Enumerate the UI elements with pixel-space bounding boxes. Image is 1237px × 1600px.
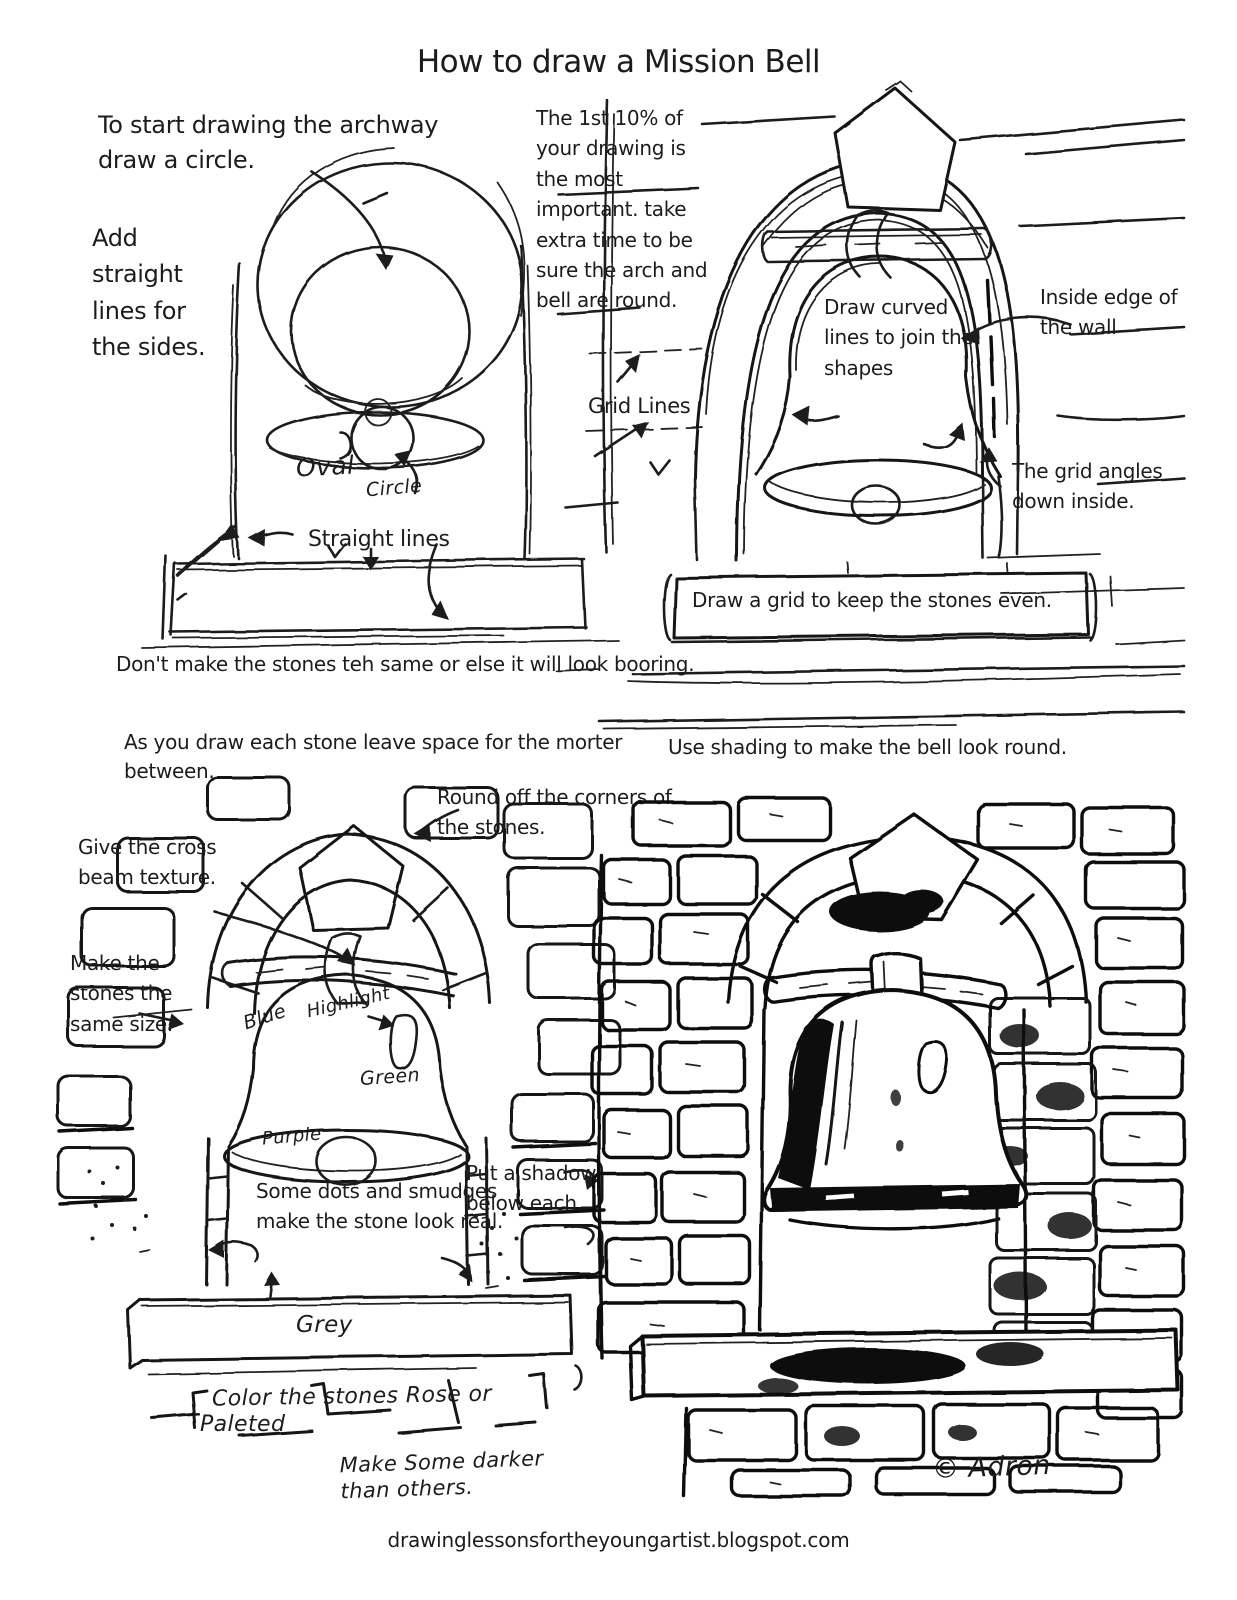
bell-outline-sketch — [222, 973, 470, 1187]
keystone-sketch — [833, 79, 957, 212]
footer-url: drawinglessonsfortheyoungartist.blogspot… — [387, 1528, 850, 1552]
wall-stones-sketch — [56, 776, 622, 1282]
bricks-below-sill — [682, 1402, 1160, 1498]
crossbeam-textured-sketch — [221, 932, 458, 1006]
stone-arch-finished — [726, 812, 1088, 1010]
join-arrows-icon — [792, 406, 964, 449]
label-round-off-corners: Round off the corners of the stones. — [437, 785, 672, 840]
caption-stones-varied: Don't make the stones teh same or else i… — [116, 652, 695, 676]
bell-oval-circle-sketch — [265, 398, 485, 471]
label-paleted: Paleted — [200, 1412, 286, 1437]
grid-caption-box — [662, 561, 1113, 644]
sill-finished — [628, 1328, 1180, 1402]
instruction-first-ten-percent: The 1st 10% of your drawing is the most … — [536, 106, 708, 313]
artist-signature: © Adron — [931, 1449, 1052, 1486]
straight-lines-arrow-icon — [248, 529, 448, 619]
side-lines-sketch — [229, 244, 532, 561]
lower-stones-brackets — [150, 1372, 549, 1438]
circle-label-arrow-icon — [394, 450, 420, 496]
crossbeam-finished — [762, 951, 1008, 1014]
step3-sketch — [56, 776, 622, 1438]
label-color-grey: Grey — [296, 1312, 353, 1338]
label-straight-lines: Straight lines — [308, 527, 450, 552]
label-cross-beam-texture: Give the cross beam texture. — [78, 835, 217, 890]
wall-grid-lines-sketch — [555, 98, 1186, 672]
label-make-darker: Make Some darker than others. — [339, 1446, 544, 1504]
label-stones-same-size: Make the stones the same size. — [70, 951, 173, 1036]
label-dots-smudges: Some dots and smudges make the stone loo… — [256, 1179, 504, 1234]
label-shadow-below: Put a shadow below each — [466, 1161, 597, 1216]
archway-circle-sketch — [256, 147, 526, 417]
caption-shading: Use shading to make the bell look round. — [668, 735, 1067, 759]
page-title: How to draw a Mission Bell — [416, 44, 821, 80]
grid-angles-arrow-icon — [979, 446, 1002, 488]
label-oval: Oval — [295, 450, 356, 483]
caption-morter-space: As you draw each stone leave space for t… — [124, 730, 623, 784]
label-grid-lines: Grid Lines — [588, 394, 691, 418]
caption-grid-box: Draw a grid to keep the stones even. — [692, 588, 1052, 612]
label-inside-edge: Inside edge of the wall — [1040, 285, 1178, 340]
lower-wall-lines — [598, 664, 1186, 730]
sill-sketch — [141, 554, 619, 649]
step4-finished-drawing — [590, 796, 1186, 1498]
label-grid-angles: The grid angles down inside. — [1012, 459, 1163, 514]
label-curved-lines: Draw curved lines to join the shapes — [824, 295, 974, 380]
instruction-straight-sides: Add straight lines for the sides. — [92, 224, 206, 362]
crossbeam-sketch — [761, 209, 994, 280]
dots-and-smudges — [88, 1166, 518, 1289]
grid-lines-arrow-icon — [593, 354, 648, 458]
sill-slab-sketch — [126, 1293, 584, 1392]
add-lines-arrow-icon — [176, 524, 240, 602]
arrow-into-circle-icon — [310, 170, 393, 270]
brick-wall — [590, 796, 1186, 1420]
label-color-stones-rose: Color the stones Rose or — [211, 1381, 493, 1412]
step1-sketch — [141, 147, 619, 649]
step2-sketch — [555, 79, 1186, 730]
bell-sketch — [754, 255, 1002, 526]
annotation-arrows-icon — [113, 808, 599, 1298]
inside-edge-marks — [960, 278, 1072, 438]
bell-shaded — [761, 988, 1029, 1231]
instruction-draw-circle: To start drawing the archway draw a circ… — [98, 111, 439, 175]
label-color-green: Green — [359, 1063, 421, 1091]
stone-arch-sketch — [206, 824, 492, 1015]
